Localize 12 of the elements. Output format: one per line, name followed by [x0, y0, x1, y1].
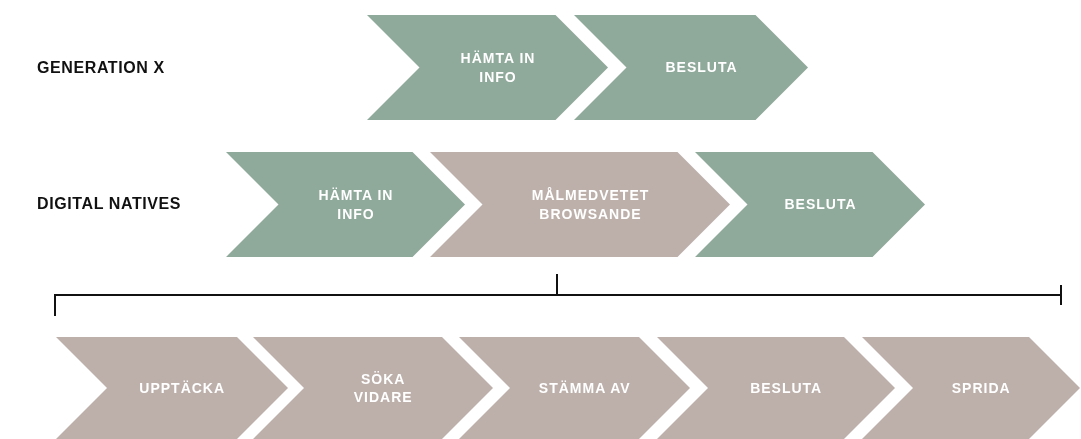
step-label: HÄMTA IN INFO: [317, 186, 395, 223]
row-label: GENERATION X: [37, 59, 165, 77]
step-label: MÅLMEDVETET BROWSANDE: [530, 186, 651, 223]
step-label: SPRIDA: [951, 378, 1011, 398]
step-label: BESLUTA: [665, 58, 738, 77]
step-label: BESLUTA: [784, 195, 857, 214]
step-label: UPPTÄCKA: [139, 378, 226, 398]
step-label: SÖKA VIDARE: [352, 369, 414, 407]
step-label: STÄMMA AV: [538, 378, 631, 398]
row-label: DIGITAL NATIVES: [37, 195, 182, 213]
step-label: HÄMTA IN INFO: [459, 49, 537, 86]
step-label: BESLUTA: [750, 378, 823, 398]
